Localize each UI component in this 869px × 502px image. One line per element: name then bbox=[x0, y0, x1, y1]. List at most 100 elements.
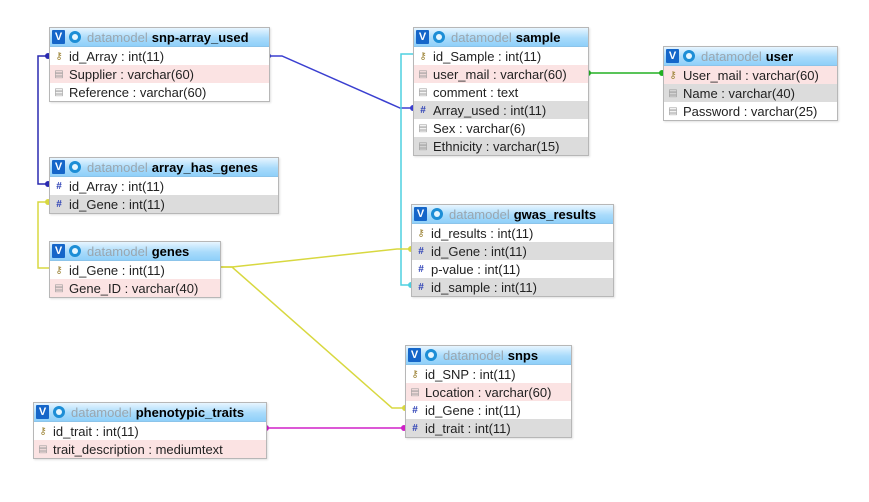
field-icon: ▤ bbox=[668, 87, 678, 99]
gear-icon[interactable] bbox=[431, 208, 443, 220]
column-label: Sex : varchar(6) bbox=[433, 120, 526, 136]
column-row[interactable]: ▤Location : varchar(60) bbox=[406, 383, 571, 401]
column-label: id_trait : int(11) bbox=[53, 423, 139, 439]
toggle-icon[interactable]: V bbox=[52, 160, 65, 174]
column-row[interactable]: #id_Gene : int(11) bbox=[50, 195, 278, 213]
column-row[interactable]: ▤trait_description : mediumtext bbox=[34, 440, 266, 458]
index-icon: # bbox=[56, 180, 62, 192]
column-row[interactable]: ⚷ id_Array : int(11) bbox=[50, 47, 269, 65]
column-label: id_Sample : int(11) bbox=[433, 48, 542, 64]
column-row[interactable]: ⚷ id_results : int(11) bbox=[412, 224, 613, 242]
key-icon: ⚷ bbox=[55, 50, 63, 62]
column-label: id_results : int(11) bbox=[431, 225, 534, 241]
column-row[interactable]: ▤Supplier : varchar(60) bbox=[50, 65, 269, 83]
relation-gwas-genes bbox=[219, 248, 411, 268]
table-name: array_has_genes bbox=[151, 159, 258, 175]
key-icon: ⚷ bbox=[419, 50, 427, 62]
schema-label: datamodel bbox=[87, 243, 148, 259]
index-icon: # bbox=[412, 404, 418, 416]
toggle-icon[interactable]: V bbox=[36, 405, 49, 419]
gear-icon[interactable] bbox=[69, 245, 81, 257]
toggle-icon[interactable]: V bbox=[52, 244, 65, 258]
key-icon: ⚷ bbox=[669, 69, 677, 81]
column-row[interactable]: ⚷ User_mail : varchar(60) bbox=[664, 66, 837, 84]
gear-icon[interactable] bbox=[683, 50, 695, 62]
field-icon: ▤ bbox=[54, 68, 64, 80]
field-icon: ▤ bbox=[410, 386, 420, 398]
gear-icon[interactable] bbox=[69, 161, 81, 173]
column-row[interactable]: ⚷ id_trait : int(11) bbox=[34, 422, 266, 440]
column-row[interactable]: ▤Gene_ID : varchar(40) bbox=[50, 279, 220, 297]
key-icon: ⚷ bbox=[39, 425, 47, 437]
table-name: user bbox=[765, 48, 794, 64]
column-row[interactable]: #p-value : int(11) bbox=[412, 260, 613, 278]
toggle-icon[interactable]: V bbox=[408, 348, 421, 362]
column-label: id_Gene : int(11) bbox=[431, 243, 527, 259]
toggle-icon[interactable]: V bbox=[414, 207, 427, 221]
column-row[interactable]: #id_sample : int(11) bbox=[412, 278, 613, 296]
toggle-icon[interactable]: V bbox=[416, 30, 429, 44]
column-label: trait_description : mediumtext bbox=[53, 441, 223, 457]
column-row[interactable]: ▤Sex : varchar(6) bbox=[414, 119, 588, 137]
column-row[interactable]: ▤Reference : varchar(60) bbox=[50, 83, 269, 101]
column-row[interactable]: ⚷ id_Sample : int(11) bbox=[414, 47, 588, 65]
gear-icon[interactable] bbox=[69, 31, 81, 43]
column-label: id_Array : int(11) bbox=[69, 48, 165, 64]
column-row[interactable]: ▤user_mail : varchar(60) bbox=[414, 65, 588, 83]
column-row[interactable]: #id_Gene : int(11) bbox=[412, 242, 613, 260]
column-row[interactable]: # id_Gene : int(11) bbox=[406, 401, 571, 419]
gear-icon[interactable] bbox=[425, 349, 437, 361]
column-label: Reference : varchar(60) bbox=[69, 84, 207, 100]
column-row[interactable]: ▤Password : varchar(25) bbox=[664, 102, 837, 120]
column-label: id_trait : int(11) bbox=[425, 420, 511, 436]
schema-label: datamodel bbox=[71, 404, 132, 420]
column-label: Gene_ID : varchar(40) bbox=[69, 280, 199, 296]
column-row[interactable]: # id_Array : int(11) bbox=[50, 177, 278, 195]
toggle-icon[interactable]: V bbox=[666, 49, 679, 63]
column-row[interactable]: ⚷id_SNP : int(11) bbox=[406, 365, 571, 383]
table-name: sample bbox=[515, 29, 561, 45]
column-label: id_Gene : int(11) bbox=[69, 262, 165, 278]
column-row[interactable]: ▤Name : varchar(40) bbox=[664, 84, 837, 102]
key-icon: ⚷ bbox=[417, 227, 425, 239]
index-icon: # bbox=[56, 198, 62, 210]
column-label: id_Gene : int(11) bbox=[425, 402, 521, 418]
gear-icon[interactable] bbox=[53, 406, 65, 418]
relation-gwas-sample bbox=[400, 53, 413, 286]
schema-label: datamodel bbox=[87, 29, 148, 45]
column-label: id_Array : int(11) bbox=[69, 178, 165, 194]
column-row[interactable]: #id_trait : int(11) bbox=[406, 419, 571, 437]
field-icon: ▤ bbox=[668, 105, 678, 117]
column-row[interactable]: ⚷id_Gene : int(11) bbox=[50, 261, 220, 279]
schema-label: datamodel bbox=[451, 29, 512, 45]
column-row[interactable]: ▤Ethnicity : varchar(15) bbox=[414, 137, 588, 155]
column-label: Ethnicity : varchar(15) bbox=[433, 138, 560, 154]
toggle-icon[interactable]: V bbox=[52, 30, 65, 44]
column-label: User_mail : varchar(60) bbox=[683, 67, 819, 83]
relation-array-has-genes-genes bbox=[37, 201, 49, 269]
gear-icon[interactable] bbox=[433, 31, 445, 43]
schema-label: datamodel bbox=[87, 159, 148, 175]
column-row[interactable]: ▤comment : text bbox=[414, 83, 588, 101]
schema-label: datamodel bbox=[449, 206, 510, 222]
column-label: id_sample : int(11) bbox=[431, 279, 537, 295]
table-name: phenotypic_traits bbox=[135, 404, 245, 420]
field-icon: ▤ bbox=[418, 68, 428, 80]
column-row[interactable]: #Array_used : int(11) bbox=[414, 101, 588, 119]
